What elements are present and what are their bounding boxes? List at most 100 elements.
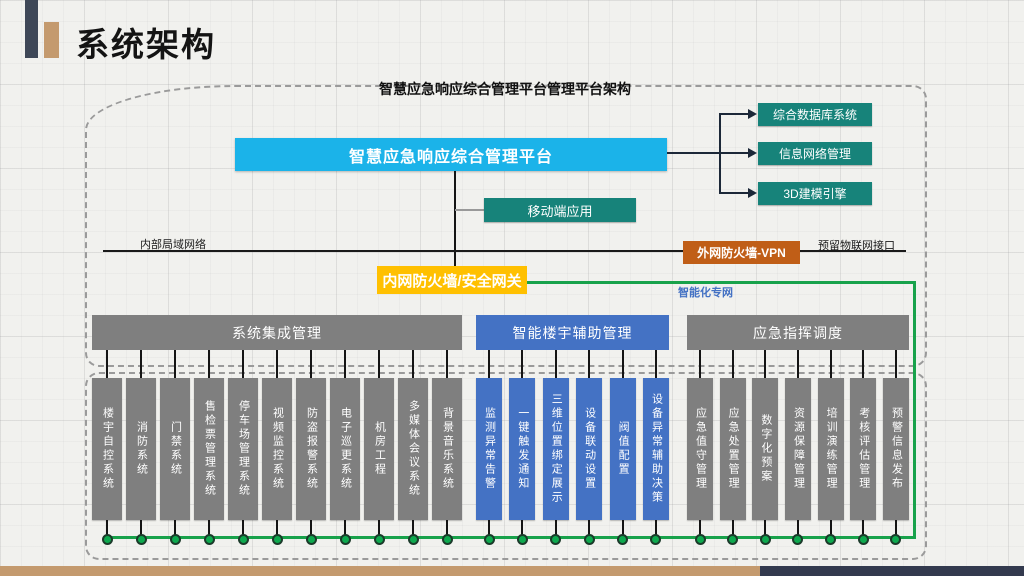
- arrow-icon: [748, 148, 757, 158]
- subsystem-label: 背景音乐系统: [441, 407, 454, 491]
- subsystem-column: 设备联动设置: [576, 350, 603, 545]
- column-connector-bottom: [344, 520, 346, 536]
- group-items-row: 楼宇自控系统消防系统门禁系统售检票管理系统停车场管理系统视频监控系统防盗报警系统…: [92, 350, 462, 545]
- subsystem-label: 培训演练管理: [825, 407, 838, 491]
- subsystem-box: 停车场管理系统: [228, 378, 258, 520]
- column-connector-top: [796, 350, 799, 378]
- subsystem-box: 电子巡更系统: [330, 378, 360, 520]
- external-firewall-box: 外网防火墙-VPN: [683, 241, 800, 264]
- subsystem-column: 应急值守管理: [687, 350, 713, 545]
- column-connector-top: [621, 350, 624, 378]
- network-node-dot: [203, 534, 215, 545]
- subsystem-label: 售检票管理系统: [203, 400, 216, 498]
- mobile-app-box: 移动端应用: [484, 198, 636, 222]
- subsystem-label: 应急处置管理: [727, 407, 740, 491]
- network-node-dot: [890, 534, 902, 545]
- subsystem-box: 资源保障管理: [784, 378, 811, 520]
- column-connector-top: [554, 350, 557, 378]
- lower-dashed-region: [85, 372, 927, 560]
- subsystem-box: 背景音乐系统: [432, 378, 462, 520]
- satellite-box: 信息网络管理: [758, 142, 872, 165]
- diagram-title: 智慧应急响应综合管理平台管理平台架构: [379, 81, 631, 97]
- column-connector-top: [344, 350, 346, 378]
- network-node-dot: [407, 534, 419, 545]
- column-connector-bottom: [588, 520, 591, 536]
- subsystem-label: 设备异常辅助决策: [650, 393, 663, 505]
- column-connector-top: [731, 350, 734, 378]
- satellite-box: 3D建模引擎: [758, 182, 872, 205]
- group-items-row: 监测异常告警 一键触发通知三维位置绑定展示 设备联动设置阀值配置 设备异常辅助决策: [476, 350, 669, 545]
- title-accent-bar-dark: [25, 0, 38, 58]
- group-items-row: 应急值守管理 应急处置管理数字化预案资源保障管理 培训演练管理考核评估管理预警信息发…: [687, 350, 909, 545]
- column-connector-bottom: [412, 520, 414, 536]
- connector-branch-bottom: [719, 192, 748, 194]
- subsystem-group: 智能楼宇辅助管理监测异常告警一键触发通知三维位置绑定展示设备联动设置阀值配置设备…: [476, 315, 669, 545]
- network-node-dot: [759, 534, 771, 545]
- subsystem-column: 三维位置绑定展示: [542, 350, 569, 545]
- subsystem-column: 电子巡更系统: [330, 350, 360, 545]
- column-connector-bottom: [654, 520, 657, 536]
- page-title: 系统架构: [76, 26, 216, 63]
- subsystem-label: 一键触发通知: [516, 407, 529, 491]
- column-connector-bottom: [699, 520, 701, 536]
- intranet-line-bottom: [103, 536, 916, 539]
- subsystem-box: 数字化预案: [752, 378, 779, 520]
- column-connector-top: [654, 350, 657, 378]
- network-node-dot: [650, 534, 662, 545]
- column-connector-bottom: [106, 520, 108, 536]
- subsystem-box: 多媒体会议系统: [398, 378, 428, 520]
- group-header: 应急指挥调度: [687, 315, 909, 350]
- iot-reserved-label: 预留物联网接口: [818, 240, 895, 252]
- subsystem-box: 监测异常告警: [476, 378, 502, 520]
- subsystem-box: 售检票管理系统: [194, 378, 224, 520]
- subsystem-label: 预警信息发布: [890, 407, 903, 491]
- connector-branch-vertical: [719, 113, 721, 194]
- subsystem-column: 多媒体会议系统: [398, 350, 428, 545]
- subsystem-box: 楼宇自控系统: [92, 378, 122, 520]
- subsystem-box: 门禁系统: [160, 378, 190, 520]
- connector-branch-top: [719, 113, 748, 115]
- subsystem-column: 一键触发通知: [509, 350, 536, 545]
- connector-mobile-app: [455, 209, 485, 211]
- column-connector-top: [140, 350, 142, 378]
- column-connector-top: [488, 350, 490, 378]
- column-connector-top: [894, 350, 897, 378]
- arrow-icon: [748, 109, 757, 119]
- subsystem-column: 阀值配置: [609, 350, 636, 545]
- column-connector-bottom: [446, 520, 448, 536]
- column-connector-bottom: [174, 520, 176, 536]
- column-connector-top: [446, 350, 448, 378]
- subsystem-column: 防盗报警系统: [296, 350, 326, 545]
- subsystem-label: 资源保障管理: [792, 407, 805, 491]
- subsystem-column: 机房工程: [364, 350, 394, 545]
- column-connector-bottom: [796, 520, 799, 536]
- subsystem-box: 三维位置绑定展示: [542, 378, 569, 520]
- progress-bar-elapsed[interactable]: [0, 566, 760, 576]
- column-connector-top: [412, 350, 414, 378]
- progress-bar-remaining[interactable]: [760, 566, 1024, 576]
- subsystem-column: 培训演练管理: [817, 350, 844, 545]
- column-connector-top: [829, 350, 832, 378]
- subsystem-column: 楼宇自控系统: [92, 350, 122, 545]
- subsystem-column: 背景音乐系统: [432, 350, 462, 545]
- column-connector-top: [242, 350, 244, 378]
- subsystem-column: 预警信息发布: [882, 350, 909, 545]
- network-node-dot: [550, 534, 562, 545]
- upper-dashed-region: [85, 85, 927, 367]
- column-connector-bottom: [829, 520, 832, 536]
- network-node-dot: [373, 534, 385, 545]
- network-node-dot: [305, 534, 317, 545]
- column-connector-bottom: [378, 520, 380, 536]
- subsystem-box: 考核评估管理: [850, 378, 877, 520]
- network-node-dot: [483, 534, 495, 545]
- network-node-dot: [169, 534, 181, 545]
- subsystem-label: 停车场管理系统: [237, 400, 250, 498]
- subsystem-box: 设备联动设置: [576, 378, 603, 520]
- internal-lan-label: 内部局域网络: [140, 239, 206, 251]
- subsystem-label: 设备联动设置: [583, 407, 596, 491]
- subsystem-label: 应急值守管理: [694, 407, 707, 491]
- subsystem-box: 设备异常辅助决策: [642, 378, 669, 520]
- group-header: 系统集成管理: [92, 315, 462, 350]
- title-accent-bar-tan: [44, 22, 59, 58]
